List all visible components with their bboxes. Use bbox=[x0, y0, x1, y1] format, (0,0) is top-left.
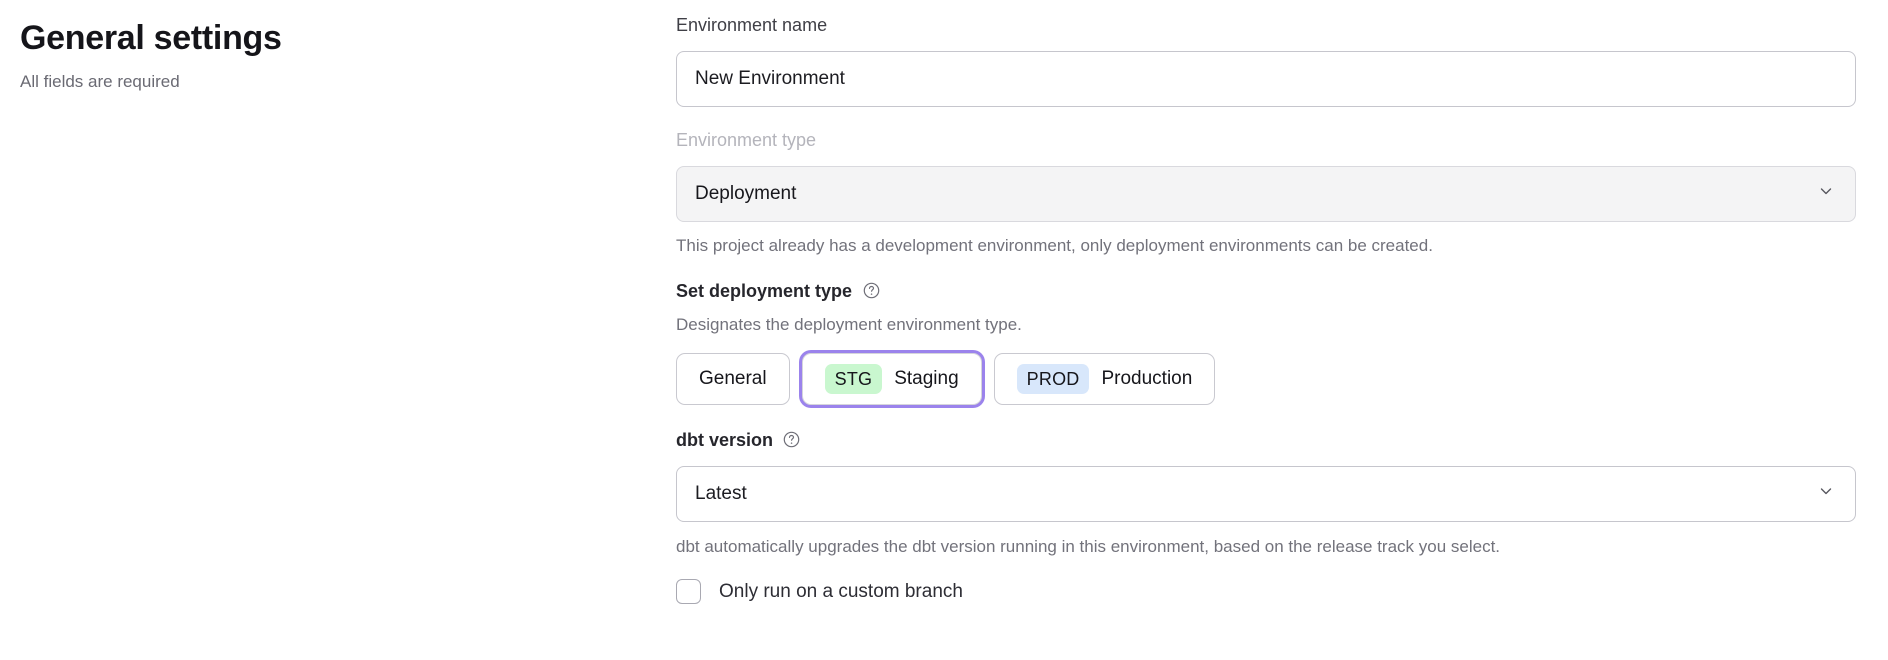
environment-type-value: Deployment bbox=[695, 182, 797, 204]
deployment-option-production-label: Production bbox=[1101, 368, 1193, 390]
chevron-down-icon bbox=[1817, 482, 1835, 506]
production-badge: PROD bbox=[1016, 364, 1090, 395]
environment-type-select[interactable]: Deployment bbox=[676, 165, 1856, 222]
deployment-type-description: Designates the deployment environment ty… bbox=[676, 315, 1022, 335]
deployment-option-staging-label: Staging bbox=[894, 368, 959, 390]
dbt-version-field: dbt version Latest dbt aut bbox=[676, 429, 1856, 559]
dbt-version-value: Latest bbox=[695, 483, 747, 505]
deployment-type-label-row: Set deployment type bbox=[676, 280, 1856, 303]
dbt-version-helper: dbt automatically upgrades the dbt versi… bbox=[676, 537, 1501, 557]
page-subtitle: All fields are required bbox=[20, 71, 180, 91]
deployment-type-field: Set deployment type Designates the deplo… bbox=[676, 280, 1856, 406]
environment-name-label: Environment name bbox=[676, 15, 828, 35]
environment-type-label: Environment type bbox=[676, 130, 817, 151]
question-circle-icon[interactable] bbox=[863, 282, 880, 299]
dbt-version-select[interactable]: Latest bbox=[676, 466, 1856, 523]
custom-branch-label[interactable]: Only run on a custom branch bbox=[719, 580, 963, 602]
dbt-version-label: dbt version bbox=[676, 430, 774, 451]
chevron-down-icon bbox=[1817, 182, 1835, 206]
environment-name-field: Environment name bbox=[676, 14, 1856, 108]
staging-badge: STG bbox=[824, 364, 883, 395]
dbt-version-label-row: dbt version bbox=[676, 429, 1856, 452]
settings-header: General settings All fields are required bbox=[20, 18, 620, 93]
page-title: General settings bbox=[20, 19, 282, 57]
custom-branch-checkbox[interactable] bbox=[676, 579, 701, 605]
deployment-option-staging[interactable]: STG Staging bbox=[801, 353, 982, 406]
custom-branch-row: Only run on a custom branch bbox=[676, 579, 1856, 605]
deployment-option-general[interactable]: General bbox=[676, 353, 790, 406]
environment-type-helper: This project already has a development e… bbox=[676, 235, 1433, 255]
question-circle-icon[interactable] bbox=[783, 431, 800, 448]
deployment-option-production[interactable]: PROD Production bbox=[993, 353, 1216, 406]
environment-type-field: Environment type Deployment This project… bbox=[676, 129, 1856, 257]
deployment-option-general-label: General bbox=[699, 368, 767, 390]
deployment-type-options: General STG Staging PROD Production bbox=[676, 353, 1856, 406]
environment-name-input[interactable] bbox=[676, 51, 1856, 108]
deployment-type-label: Set deployment type bbox=[676, 280, 853, 301]
settings-form: Environment name Environment type Deploy… bbox=[676, 14, 1856, 605]
